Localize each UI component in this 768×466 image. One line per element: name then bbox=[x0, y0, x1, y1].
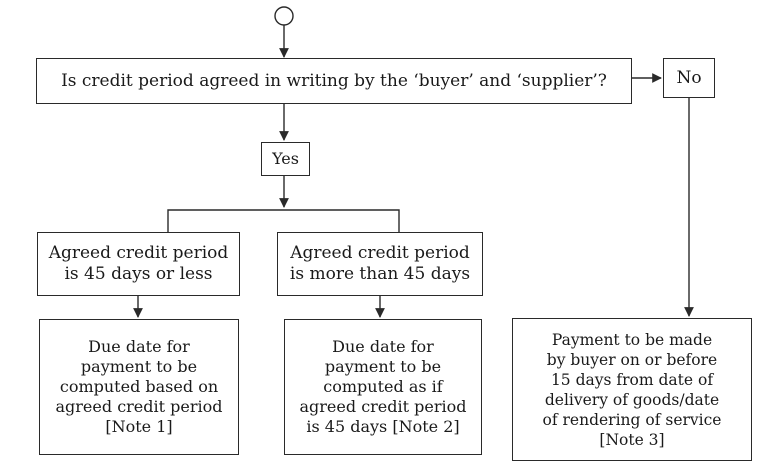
result-b-line: is 45 days [Note 2] bbox=[306, 417, 460, 436]
no-box: No bbox=[663, 58, 715, 98]
option-a-line: is 45 days or less bbox=[64, 264, 213, 284]
result-no-box: Payment to be made by buyer on or before… bbox=[512, 318, 752, 461]
yes-box: Yes bbox=[261, 142, 310, 176]
question-text: Is credit period agreed in writing by th… bbox=[61, 70, 607, 91]
result-a-line: computed based on bbox=[59, 377, 219, 396]
result-a-line: agreed credit period bbox=[55, 397, 223, 416]
result-b-line: payment to be bbox=[324, 357, 442, 376]
result-no-line: by buyer on or before bbox=[546, 350, 718, 369]
option-b-line: Agreed credit period bbox=[290, 243, 470, 263]
result-b-line: agreed credit period bbox=[299, 397, 467, 416]
result-a-box: Due date for payment to be computed base… bbox=[39, 319, 239, 455]
no-label: No bbox=[676, 67, 702, 88]
result-a-line: [Note 1] bbox=[105, 417, 173, 436]
option-a-line: Agreed credit period bbox=[48, 243, 229, 263]
result-no-line: of rendering of service bbox=[542, 410, 722, 429]
option-a-box: Agreed credit period is 45 days or less bbox=[37, 232, 240, 296]
option-b-line: is more than 45 days bbox=[289, 264, 471, 284]
result-no-line: [Note 3] bbox=[599, 430, 665, 449]
question-box: Is credit period agreed in writing by th… bbox=[36, 58, 632, 104]
start-node bbox=[274, 6, 294, 26]
result-b-line: computed as if bbox=[323, 377, 443, 396]
result-b-box: Due date for payment to be computed as i… bbox=[284, 319, 482, 455]
result-no-line: 15 days from date of bbox=[550, 370, 714, 389]
result-a-line: payment to be bbox=[80, 357, 198, 376]
result-no-line: Payment to be made bbox=[551, 330, 713, 349]
result-no-line: delivery of goods/date bbox=[544, 390, 720, 409]
branch-connector bbox=[167, 209, 400, 232]
result-b-line: Due date for bbox=[332, 337, 434, 356]
result-a-line: Due date for bbox=[88, 337, 190, 356]
yes-label: Yes bbox=[272, 149, 299, 168]
option-b-box: Agreed credit period is more than 45 day… bbox=[277, 232, 483, 296]
